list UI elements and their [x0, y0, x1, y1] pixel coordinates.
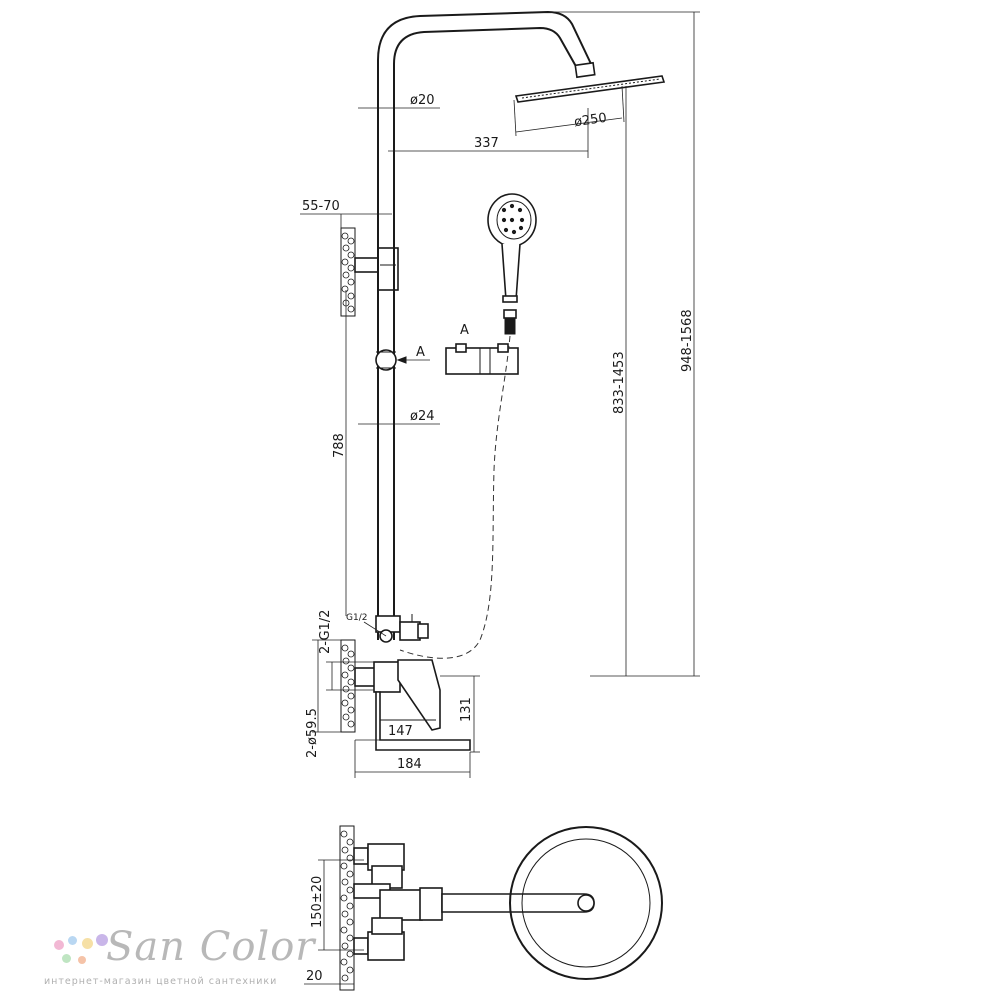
label-cover-diameter: 2-ø59.5 — [305, 708, 320, 758]
label-spout-height: 131 — [459, 697, 474, 722]
label-inlet-spacing: 150±20 — [310, 876, 325, 928]
label-view-mark: A — [416, 345, 425, 360]
label-head-tube-diameter: ø20 — [410, 93, 435, 108]
brand-watermark — [40, 928, 300, 998]
holder-detail-a — [445, 343, 519, 375]
label-overall-depth: 184 — [397, 757, 422, 772]
label-height-range-total: 948-1568 — [680, 309, 695, 372]
label-wall-offset: 20 — [306, 969, 323, 984]
logo-dot — [62, 954, 71, 963]
mixer-body — [354, 659, 471, 751]
label-view-mark-detail: A — [460, 323, 469, 338]
brand-tagline: интернет-магазин цветной сантехники — [44, 976, 278, 987]
label-inlet-thread: 2-G1/2 — [318, 610, 333, 654]
lower-wall-plate — [340, 639, 356, 733]
shower-rail — [377, 10, 593, 640]
logo-dot — [68, 936, 77, 945]
logo-dot — [54, 940, 64, 950]
label-height-range-head: 833-1453 — [612, 351, 627, 414]
label-rail-diameter: ø24 — [410, 409, 435, 424]
logo-dot — [78, 956, 86, 964]
label-arm-length: 337 — [474, 136, 499, 151]
upper-wall-plate — [340, 227, 356, 317]
shower-hose — [399, 335, 511, 659]
plan-view — [304, 825, 663, 991]
brand-name: San Color — [106, 924, 316, 970]
rail-slider — [375, 349, 397, 371]
diverter — [375, 614, 429, 643]
label-rail-length: 788 — [332, 433, 347, 458]
hand-shower — [487, 193, 537, 335]
upper-bracket — [354, 247, 399, 291]
label-spout-reach: 147 — [388, 724, 413, 739]
dimension-lines — [300, 11, 700, 778]
logo-dot — [82, 938, 93, 949]
label-wall-distance: 55-70 — [302, 199, 340, 214]
overhead-shower-head — [514, 61, 666, 103]
label-head-diameter: ø250 — [573, 111, 608, 130]
logo-dot — [96, 934, 108, 946]
label-connection-thread: G1/2 — [346, 613, 367, 623]
